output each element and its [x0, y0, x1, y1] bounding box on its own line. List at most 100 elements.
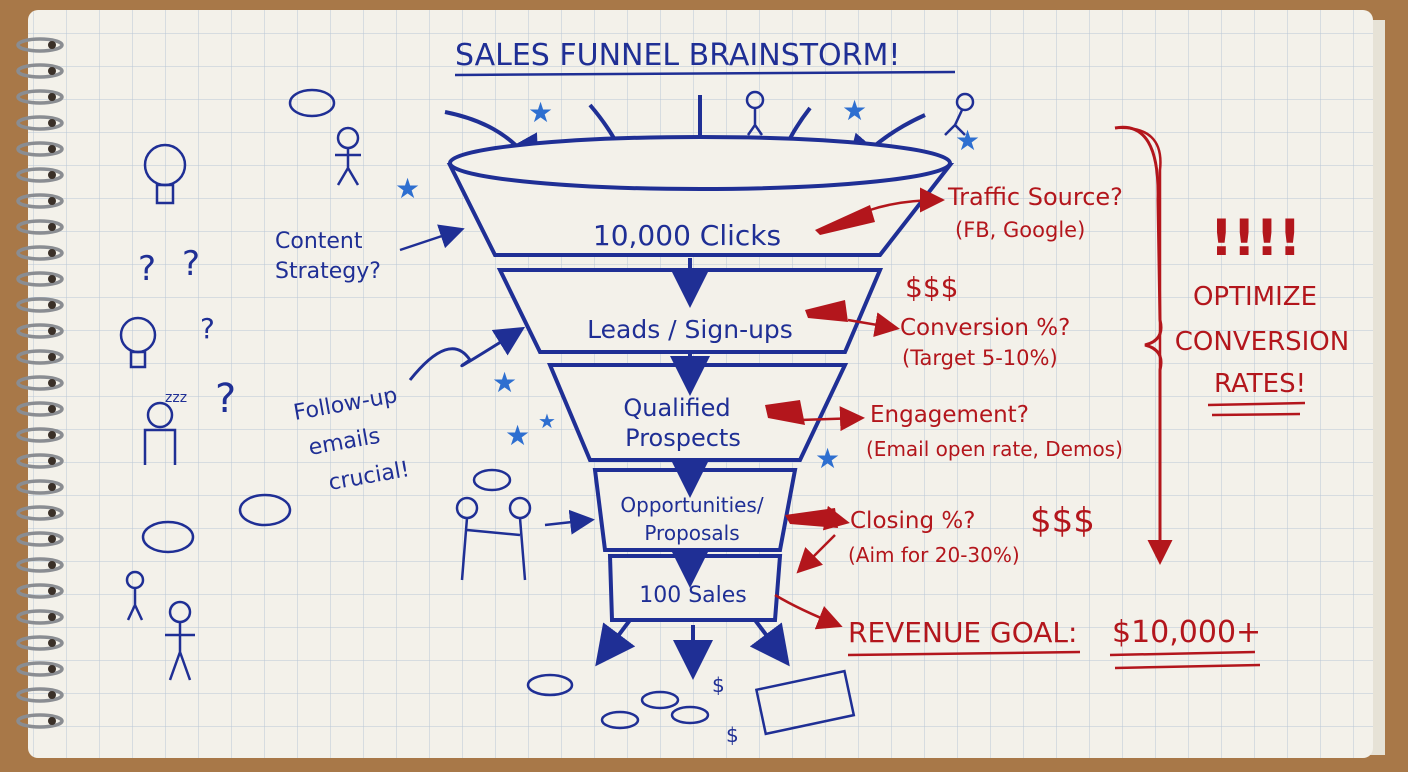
note-closing-line2: (Aim for 20-30%) — [848, 543, 1020, 567]
spiral-ring — [16, 63, 64, 79]
callout-line1: OPTIMIZE — [1193, 282, 1317, 312]
callout-line2: CONVERSION — [1175, 327, 1349, 357]
sleeping-person-icon — [146, 401, 174, 429]
stage-clicks: 10,000 Clicks — [593, 219, 781, 252]
spiral-hole — [48, 717, 56, 725]
svg-text:★: ★ — [815, 442, 840, 475]
funnel-tier-3 — [546, 363, 849, 462]
note-engagement-line2: (Email open rate, Demos) — [866, 437, 1123, 461]
note-dollars-1: $$$ — [905, 271, 958, 304]
spiral-hole — [48, 639, 56, 647]
dollar-sign: $ — [726, 723, 739, 747]
doodles — [119, 88, 975, 736]
svg-text:★: ★ — [492, 366, 517, 399]
stars: ★★★★ ★★★★ — [395, 94, 980, 475]
svg-text:★: ★ — [538, 409, 556, 433]
funnel-tier-2 — [496, 268, 884, 354]
spiral-hole — [48, 327, 56, 335]
spiral-hole — [48, 379, 56, 387]
spiral-ring — [16, 635, 64, 651]
stage-leads: Leads / Sign-ups — [587, 315, 793, 344]
title-underline — [454, 70, 956, 77]
spiral-hole — [48, 223, 56, 231]
spiral-ring — [16, 141, 64, 157]
svg-text:★: ★ — [505, 419, 530, 452]
spiral-hole — [48, 457, 56, 465]
spiral-ring — [16, 427, 64, 443]
spiral-hole — [48, 431, 56, 439]
spiral-hole — [48, 93, 56, 101]
spiral-hole — [48, 197, 56, 205]
spiral-hole — [48, 249, 56, 257]
spiral-ring — [16, 375, 64, 391]
spiral-ring — [16, 219, 64, 235]
revenue-goal-value: $10,000+ — [1112, 615, 1261, 650]
spiral-ring — [16, 583, 64, 599]
spiral-hole — [48, 561, 56, 569]
stage-opportunities-line1: Opportunities/ — [620, 493, 763, 517]
note-content-line1: Content — [275, 229, 363, 254]
spiral-ring — [16, 453, 64, 469]
spiral-ring — [16, 401, 64, 417]
spiral-hole — [48, 353, 56, 361]
question-mark: ? — [215, 376, 236, 422]
spiral-hole — [48, 67, 56, 75]
svg-text:★: ★ — [955, 124, 980, 157]
thought-bubble-icon — [288, 88, 336, 118]
spiral-ring — [16, 609, 64, 625]
stage-opportunities-line2: Proposals — [644, 521, 739, 545]
note-conversion-line1: Conversion %? — [900, 315, 1070, 341]
note-dollars-2: $$$ — [1030, 501, 1095, 541]
page-title: SALES FUNNEL BRAINSTORM! — [455, 38, 900, 73]
note-closing-line1: Closing %? — [850, 508, 975, 534]
spiral-hole — [48, 405, 56, 413]
red-underlines — [847, 401, 1306, 670]
spiral-ring — [16, 557, 64, 573]
exclamation-marks: !!!! — [1210, 209, 1301, 267]
stage-qualified-line2: Prospects — [625, 424, 741, 452]
spiral-ring — [16, 687, 64, 703]
content-arrow — [399, 224, 465, 252]
people-arrow — [544, 509, 595, 535]
spiral-ring — [16, 271, 64, 287]
spiral-hole — [48, 171, 56, 179]
spiral-hole — [48, 665, 56, 673]
funnel-tier-4 — [592, 468, 798, 552]
spiral-ring — [16, 193, 64, 209]
stick-figure-icon — [955, 92, 975, 112]
svg-text:★: ★ — [395, 172, 420, 205]
spiral-ring — [16, 297, 64, 313]
spiral-hole — [48, 275, 56, 283]
spiral-ring — [16, 479, 64, 495]
spiral-ring — [16, 505, 64, 521]
spiral-ring — [16, 37, 64, 53]
spiral-ring — [16, 115, 64, 131]
svg-text:★: ★ — [842, 94, 867, 127]
note-conversion-line2: (Target 5-10%) — [902, 346, 1058, 370]
stage-sales: 100 Sales — [639, 583, 747, 608]
question-mark: ? — [200, 312, 215, 345]
funnel-tier-5 — [607, 554, 783, 622]
brace — [1114, 125, 1163, 540]
revenue-goal-label: REVENUE GOAL: — [848, 616, 1077, 649]
spiral-ring — [16, 349, 64, 365]
note-engagement-line1: Engagement? — [870, 402, 1029, 428]
spiral-hole — [48, 483, 56, 491]
spiral-hole — [48, 301, 56, 309]
stage-qualified-line1: Qualified — [623, 394, 730, 422]
funnel-rim — [448, 135, 952, 191]
spiral-ring — [16, 531, 64, 547]
question-mark: ? — [182, 244, 200, 284]
note-traffic-line1: Traffic Source? — [947, 183, 1123, 211]
callout-line3: RATES! — [1214, 369, 1306, 399]
spiral-hole — [48, 587, 56, 595]
spiral-hole — [48, 41, 56, 49]
dollar-sign: $ — [712, 673, 725, 697]
followup-arrow — [408, 326, 526, 381]
funnel-flow-arrows — [595, 258, 790, 680]
spiral-hole — [48, 535, 56, 543]
spiral-ring — [16, 167, 64, 183]
spiral-hole — [48, 691, 56, 699]
spiral-ring — [16, 323, 64, 339]
